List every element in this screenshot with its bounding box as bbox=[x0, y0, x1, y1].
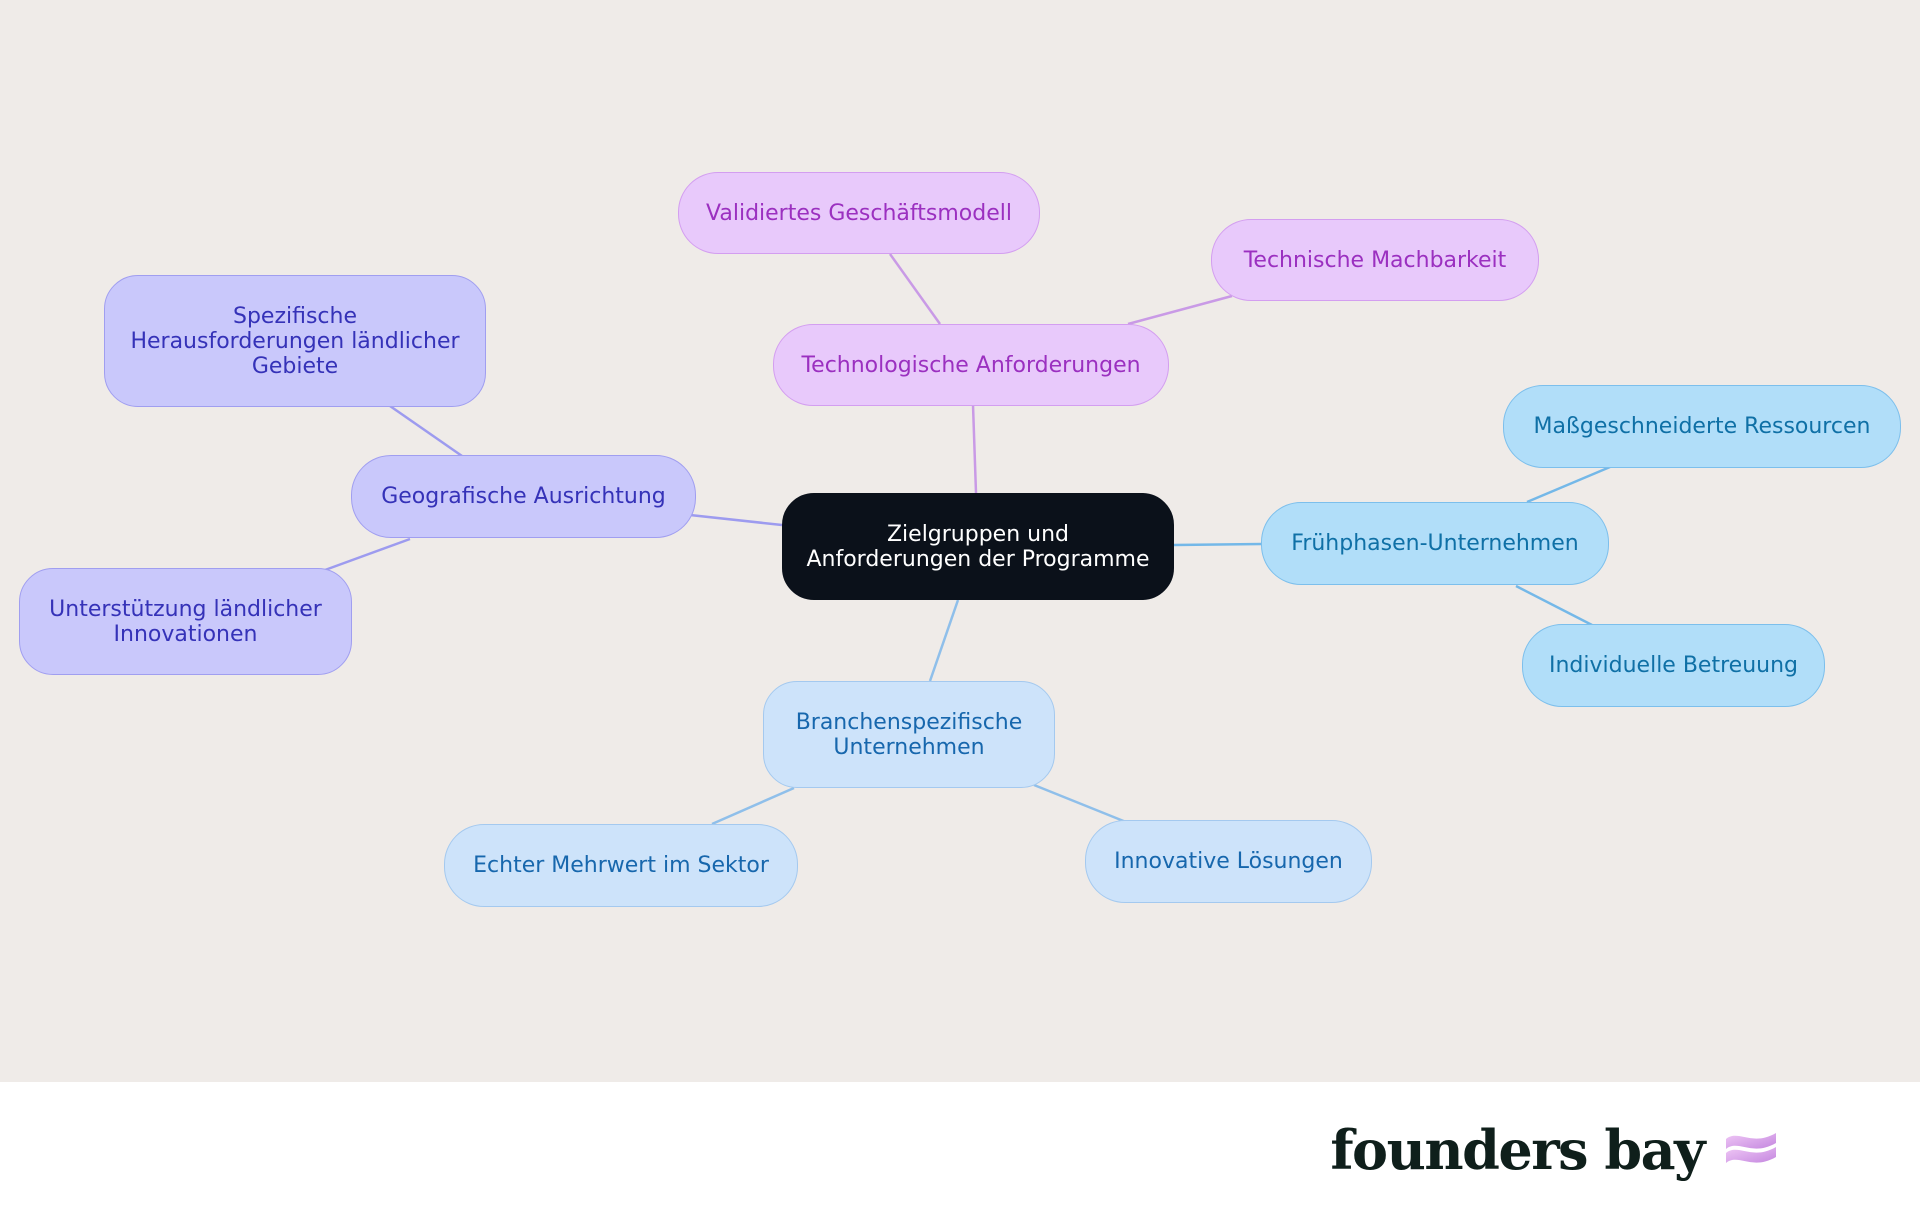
edge-tech-geschaeftsmodell bbox=[888, 253, 942, 325]
edge-root-geo bbox=[689, 513, 783, 527]
edge-root-sector bbox=[928, 599, 960, 682]
edge-tech-machbarkeit bbox=[1127, 294, 1233, 326]
leaf-node-herausforderungen: Spezifische Herausforderungen ländlicher… bbox=[104, 275, 486, 407]
branch-node-geo: Geografische Ausrichtung bbox=[351, 455, 696, 538]
edge-root-early bbox=[1173, 542, 1263, 547]
leaf-node-machbarkeit: Technische Machbarkeit bbox=[1211, 219, 1539, 301]
leaf-node-geschaeftsmodell: Validiertes Geschäftsmodell bbox=[678, 172, 1040, 254]
leaf-node-loesungen: Innovative Lösungen bbox=[1085, 820, 1372, 903]
edge-geo-herausforderungen bbox=[389, 404, 463, 458]
branch-node-early: Frühphasen-Unternehmen bbox=[1261, 502, 1609, 585]
footer bbox=[0, 1082, 1920, 1215]
brand-wordmark: founders bay bbox=[1330, 1118, 1705, 1182]
edge-early-ressourcen bbox=[1526, 465, 1611, 504]
edge-sector-loesungen bbox=[1033, 783, 1127, 824]
mindmap-canvas: Zielgruppen und Anforderungen der Progra… bbox=[0, 0, 1920, 1082]
leaf-node-mehrwert: Echter Mehrwert im Sektor bbox=[444, 824, 798, 907]
root-node: Zielgruppen und Anforderungen der Progra… bbox=[782, 493, 1174, 600]
leaf-node-betreuung: Individuelle Betreuung bbox=[1522, 624, 1825, 707]
mindmap-edges bbox=[324, 253, 1611, 826]
branch-node-sector: Branchenspezifische Unternehmen bbox=[763, 681, 1055, 788]
edge-sector-mehrwert bbox=[711, 786, 795, 826]
leaf-node-innovationen: Unterstützung ländlicher Innovationen bbox=[19, 568, 352, 675]
branch-node-tech: Technologische Anforderungen bbox=[773, 324, 1169, 406]
leaf-node-ressourcen: Maßgeschneiderte Ressourcen bbox=[1503, 385, 1901, 468]
edge-root-tech bbox=[971, 404, 978, 494]
edge-early-betreuung bbox=[1515, 584, 1593, 627]
edge-geo-innovationen bbox=[324, 537, 411, 572]
brand-logo: founders bay bbox=[1330, 1115, 1780, 1185]
wave-logo-icon bbox=[1726, 1133, 1776, 1163]
